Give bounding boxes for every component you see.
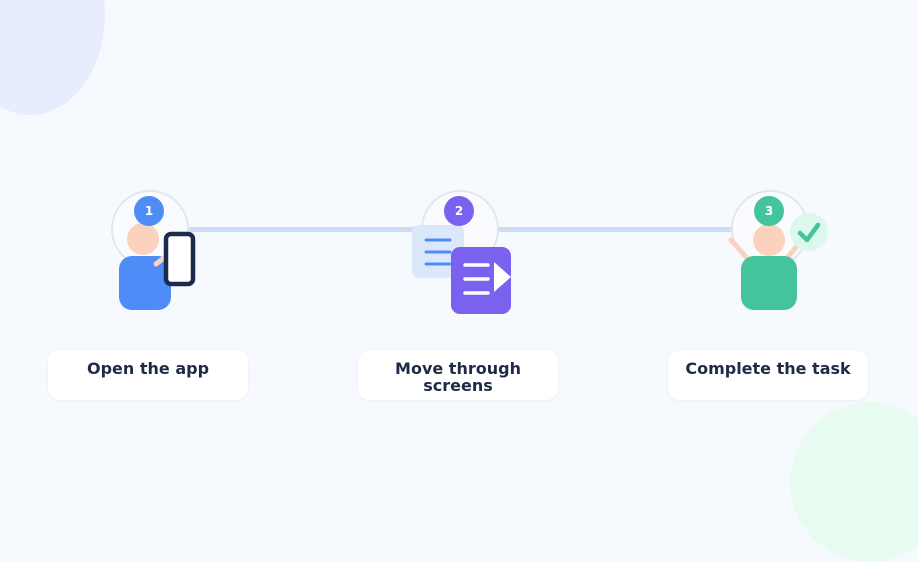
check-icon: [797, 222, 821, 243]
step-label: Complete the task: [685, 359, 851, 378]
back-document: [412, 225, 464, 278]
person-left-arm: [728, 237, 750, 261]
check-badge: [790, 213, 828, 251]
step-label-card[interactable]: Move through screens: [358, 350, 558, 400]
person-body: [119, 256, 171, 310]
person-right-arm: [784, 237, 805, 261]
person-celebrating-icon: [728, 213, 828, 310]
step-1: 1 Open the app: [48, 190, 248, 400]
step-ring: [421, 190, 499, 268]
step-label: Move through screens: [395, 359, 521, 395]
connector-line-2-3: [497, 227, 733, 232]
step-ring: [111, 190, 189, 268]
connector-line-1-2: [187, 227, 423, 232]
step-3: 3 Complete the task: [668, 190, 868, 400]
person-head: [127, 223, 159, 255]
forward-arrow-icon: [494, 262, 511, 292]
step-number-badge: 1: [134, 196, 164, 226]
decorative-blob-top-left: [0, 0, 105, 115]
person-body: [741, 256, 797, 310]
document-forward-icon: [412, 225, 511, 314]
person-with-phone-icon: [119, 223, 196, 310]
person-arm: [153, 249, 175, 267]
front-document: [451, 247, 511, 314]
person-head: [753, 224, 785, 256]
phone-shape: [163, 231, 196, 287]
step-2: 2 Move through screens: [358, 190, 558, 400]
step-label-card[interactable]: Open the app: [48, 350, 248, 400]
step-label: Open the app: [86, 359, 210, 378]
step-ring: [731, 190, 809, 268]
decorative-blob-bottom-right: [790, 402, 918, 562]
step-number-badge: 2: [444, 196, 474, 226]
step-number-badge: 3: [754, 196, 784, 226]
step-label-card[interactable]: Complete the task: [668, 350, 868, 400]
